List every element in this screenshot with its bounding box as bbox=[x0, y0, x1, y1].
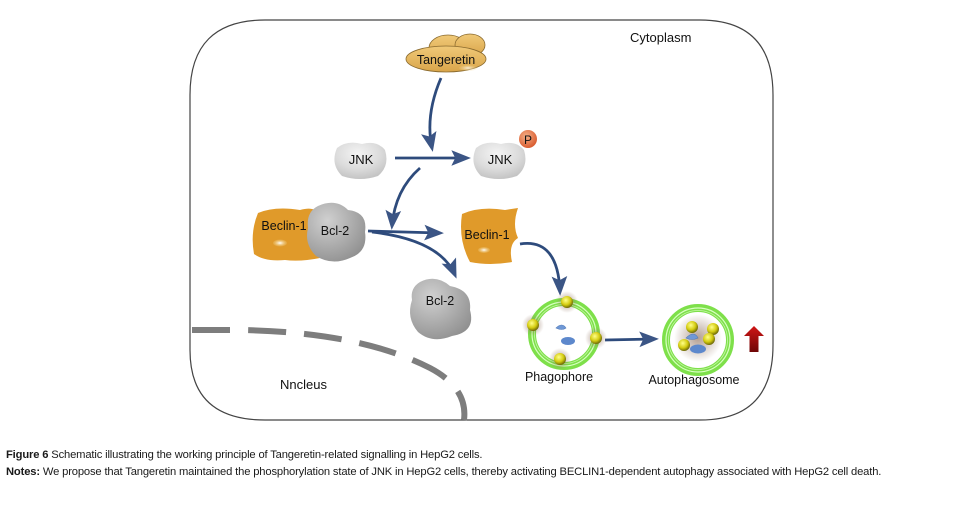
beclin-label: Beclin-1 bbox=[464, 228, 509, 242]
increase-arrow-icon bbox=[744, 326, 764, 352]
jnk-node: JNK bbox=[334, 142, 387, 179]
beclin-bcl2-complex: Beclin-1 Bcl-2 bbox=[252, 202, 366, 262]
nucleus-envelope bbox=[192, 327, 468, 421]
phagophore-beads bbox=[522, 291, 607, 370]
phagophore-node: Phagophore bbox=[522, 291, 607, 384]
arrow-complex-to-beclin bbox=[367, 224, 444, 241]
bcl2-node: Bcl-2 bbox=[410, 278, 472, 340]
phosphate-label: P bbox=[524, 133, 532, 147]
autophagosome-label: Autophagosome bbox=[648, 373, 739, 387]
autophagosome-node: Autophagosome bbox=[648, 304, 740, 387]
figure-notes: Notes: We propose that Tangeretin mainta… bbox=[6, 464, 966, 481]
autophagosome-beads bbox=[678, 321, 719, 351]
arrow-complex-to-bcl2 bbox=[371, 230, 457, 279]
notes-text: We propose that Tangeretin maintained th… bbox=[39, 466, 882, 478]
beclin-node: Beclin-1 bbox=[461, 208, 518, 264]
cytoplasm-label: Cytoplasm bbox=[630, 30, 691, 45]
nucleus-label: Nncleus bbox=[280, 377, 327, 392]
complex-beclin-label: Beclin-1 bbox=[261, 219, 306, 233]
phospho-jnk-label: JNK bbox=[488, 152, 513, 167]
tangeretin-label: Tangeretin bbox=[417, 53, 475, 67]
arrow-beclin-to-phagophore bbox=[519, 242, 568, 296]
arrow-jnk-to-beclin-release bbox=[385, 166, 421, 230]
notes-label: Notes: bbox=[6, 466, 40, 478]
phagophore-label: Phagophore bbox=[525, 370, 593, 384]
figure-caption: Figure 6 Schematic illustrating the work… bbox=[6, 447, 966, 481]
jnk-label: JNK bbox=[349, 152, 374, 167]
figure-title-text: Schematic illustrating the working princ… bbox=[48, 449, 483, 461]
complex-bcl2-label: Bcl-2 bbox=[321, 224, 350, 238]
arrow-phagophore-to-autophagosome bbox=[604, 331, 659, 348]
figure-number: Figure 6 bbox=[6, 449, 49, 461]
arrows bbox=[367, 77, 659, 348]
cell-membrane bbox=[189, 19, 774, 421]
tangeretin-node: Tangeretin bbox=[405, 33, 487, 73]
pathway-diagram: Cytoplasm Nncleus Tangeretin JNK JNK P B… bbox=[189, 19, 774, 421]
phosphate-badge bbox=[519, 130, 537, 148]
bcl2-label: Bcl-2 bbox=[426, 294, 455, 308]
phospho-jnk-node: JNK P bbox=[473, 130, 537, 179]
figure-title: Figure 6 Schematic illustrating the work… bbox=[6, 447, 966, 464]
arrow-tangeretin-to-jnk bbox=[421, 77, 443, 152]
